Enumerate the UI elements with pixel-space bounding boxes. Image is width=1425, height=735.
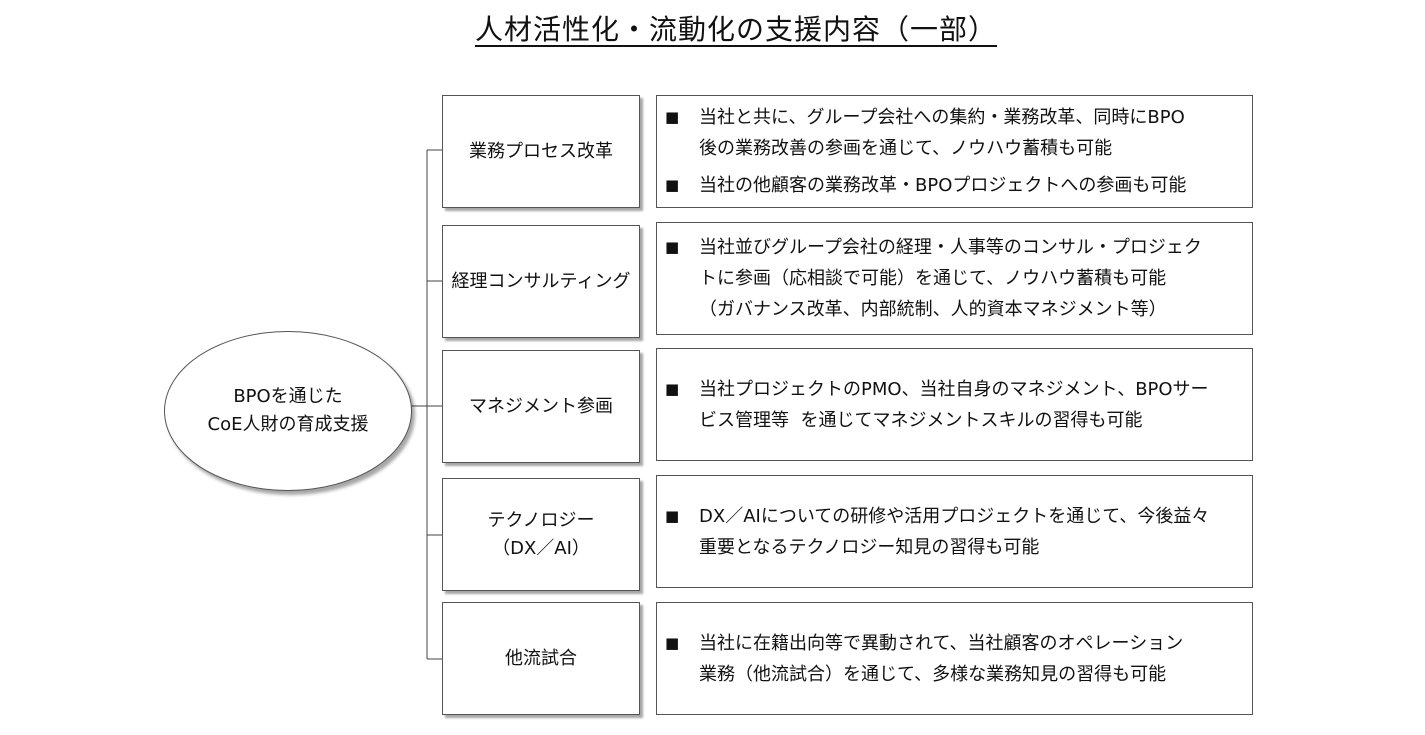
bullet-item: ■ DX／AIについての研修や活用プロジェクトを通じて、今後益々 重要となるテク… [665,501,1252,563]
bullet-text-line: 後の業務改善の参画を通じて、ノウハウ蓄積も可能 [699,138,1113,159]
category-label: （DX／AI） [492,537,590,559]
category-label: 他流試合 [505,647,577,669]
description-box-business-process: ■ 当社と共に、グループ会社への集約・業務改革、同時にBPO 後の業務改善の参画… [656,95,1253,208]
bullet-text-line: 当社に在籍出向等で異動されて、当社顧客のオペレーション [699,632,1184,654]
bullet-text-line: トに参画（応相談で可能）を通じて、ノウハウ蓄積も可能 [699,268,1167,289]
category-box-management: マネジメント参画 [442,350,640,463]
diagram-title-text: 人材活性化・流動化の支援内容（一部） [474,13,997,46]
bullet-text-line: DX／AIについての研修や活用プロジェクトを通じて、今後益々 [699,505,1210,527]
category-box-business-process: 業務プロセス改革 [442,95,640,208]
root-label-line-1: BPOを通じた [233,386,343,407]
bullet-square-icon: ■ [665,108,680,126]
bullet-square-icon: ■ [665,506,680,525]
bullet-text-line: 業務（他流試合）を通じて、多様な業務知見の習得も可能 [699,663,1167,685]
bullet-square-icon: ■ [665,379,680,398]
bullet-text-line: 重要となるテクノロジー知見の習得も可能 [699,536,1040,558]
bullet-item: ■ 当社に在籍出向等で異動されて、当社顧客のオペレーション 業務（他流試合）を通… [665,628,1252,690]
bullet-text-line: ビス管理等 を通じてマネジメントスキルの習得も可能 [699,409,1143,431]
bullet-text-line: 当社の他顧客の業務改革・BPOプロジェクトへの参画も可能 [699,175,1187,196]
category-box-accounting-consulting: 経理コンサルティング [442,225,640,338]
root-ellipse: BPOを通じた CoE人財の育成支援 [164,331,412,491]
description-box-accounting-consulting: ■ 当社並びグループ会社の経理・人事等のコンサル・プロジェク トに参画（応相談で… [656,222,1253,335]
bullet-text-line: 当社と共に、グループ会社への集約・業務改革、同時にBPO [699,107,1185,128]
description-box-external-assignment: ■ 当社に在籍出向等で異動されて、当社顧客のオペレーション 業務（他流試合）を通… [656,602,1253,715]
bullet-item: ■ 当社並びグループ会社の経理・人事等のコンサル・プロジェク トに参画（応相談で… [665,232,1252,325]
bullet-text-line: 当社プロジェクトのPMO、当社自身のマネジメント、BPOサー [699,378,1209,400]
description-box-technology: ■ DX／AIについての研修や活用プロジェクトを通じて、今後益々 重要となるテク… [656,475,1253,588]
category-box-technology: テクノロジー （DX／AI） [442,478,640,591]
bullet-text-line: 当社並びグループ会社の経理・人事等のコンサル・プロジェク [699,237,1202,258]
category-label: 経理コンサルティング [451,270,631,292]
bullet-item: ■ 当社プロジェクトのPMO、当社自身のマネジメント、BPOサー ビス管理等 を… [665,374,1252,436]
category-label: 業務プロセス改革 [469,140,613,162]
bullet-item: ■ 当社と共に、グループ会社への集約・業務改革、同時にBPO 後の業務改善の参画… [665,102,1252,164]
diagram-title: 人材活性化・流動化の支援内容（一部） [0,10,1425,50]
bullet-item: ■ 当社の他顧客の業務改革・BPOプロジェクトへの参画も可能 [665,170,1252,201]
description-box-management: ■ 当社プロジェクトのPMO、当社自身のマネジメント、BPOサー ビス管理等 を… [656,348,1253,461]
category-label: テクノロジー [487,509,595,531]
root-label-line-2: CoE人財の育成支援 [207,414,369,435]
bullet-square-icon: ■ [665,238,680,256]
category-label: マネジメント参画 [469,395,613,417]
bullet-text-line: （ガバナンス改革、内部統制、人的資本マネジメント等） [699,299,1167,320]
bullet-square-icon: ■ [665,633,680,652]
category-box-external-assignment: 他流試合 [442,602,640,715]
bullet-square-icon: ■ [665,176,680,194]
